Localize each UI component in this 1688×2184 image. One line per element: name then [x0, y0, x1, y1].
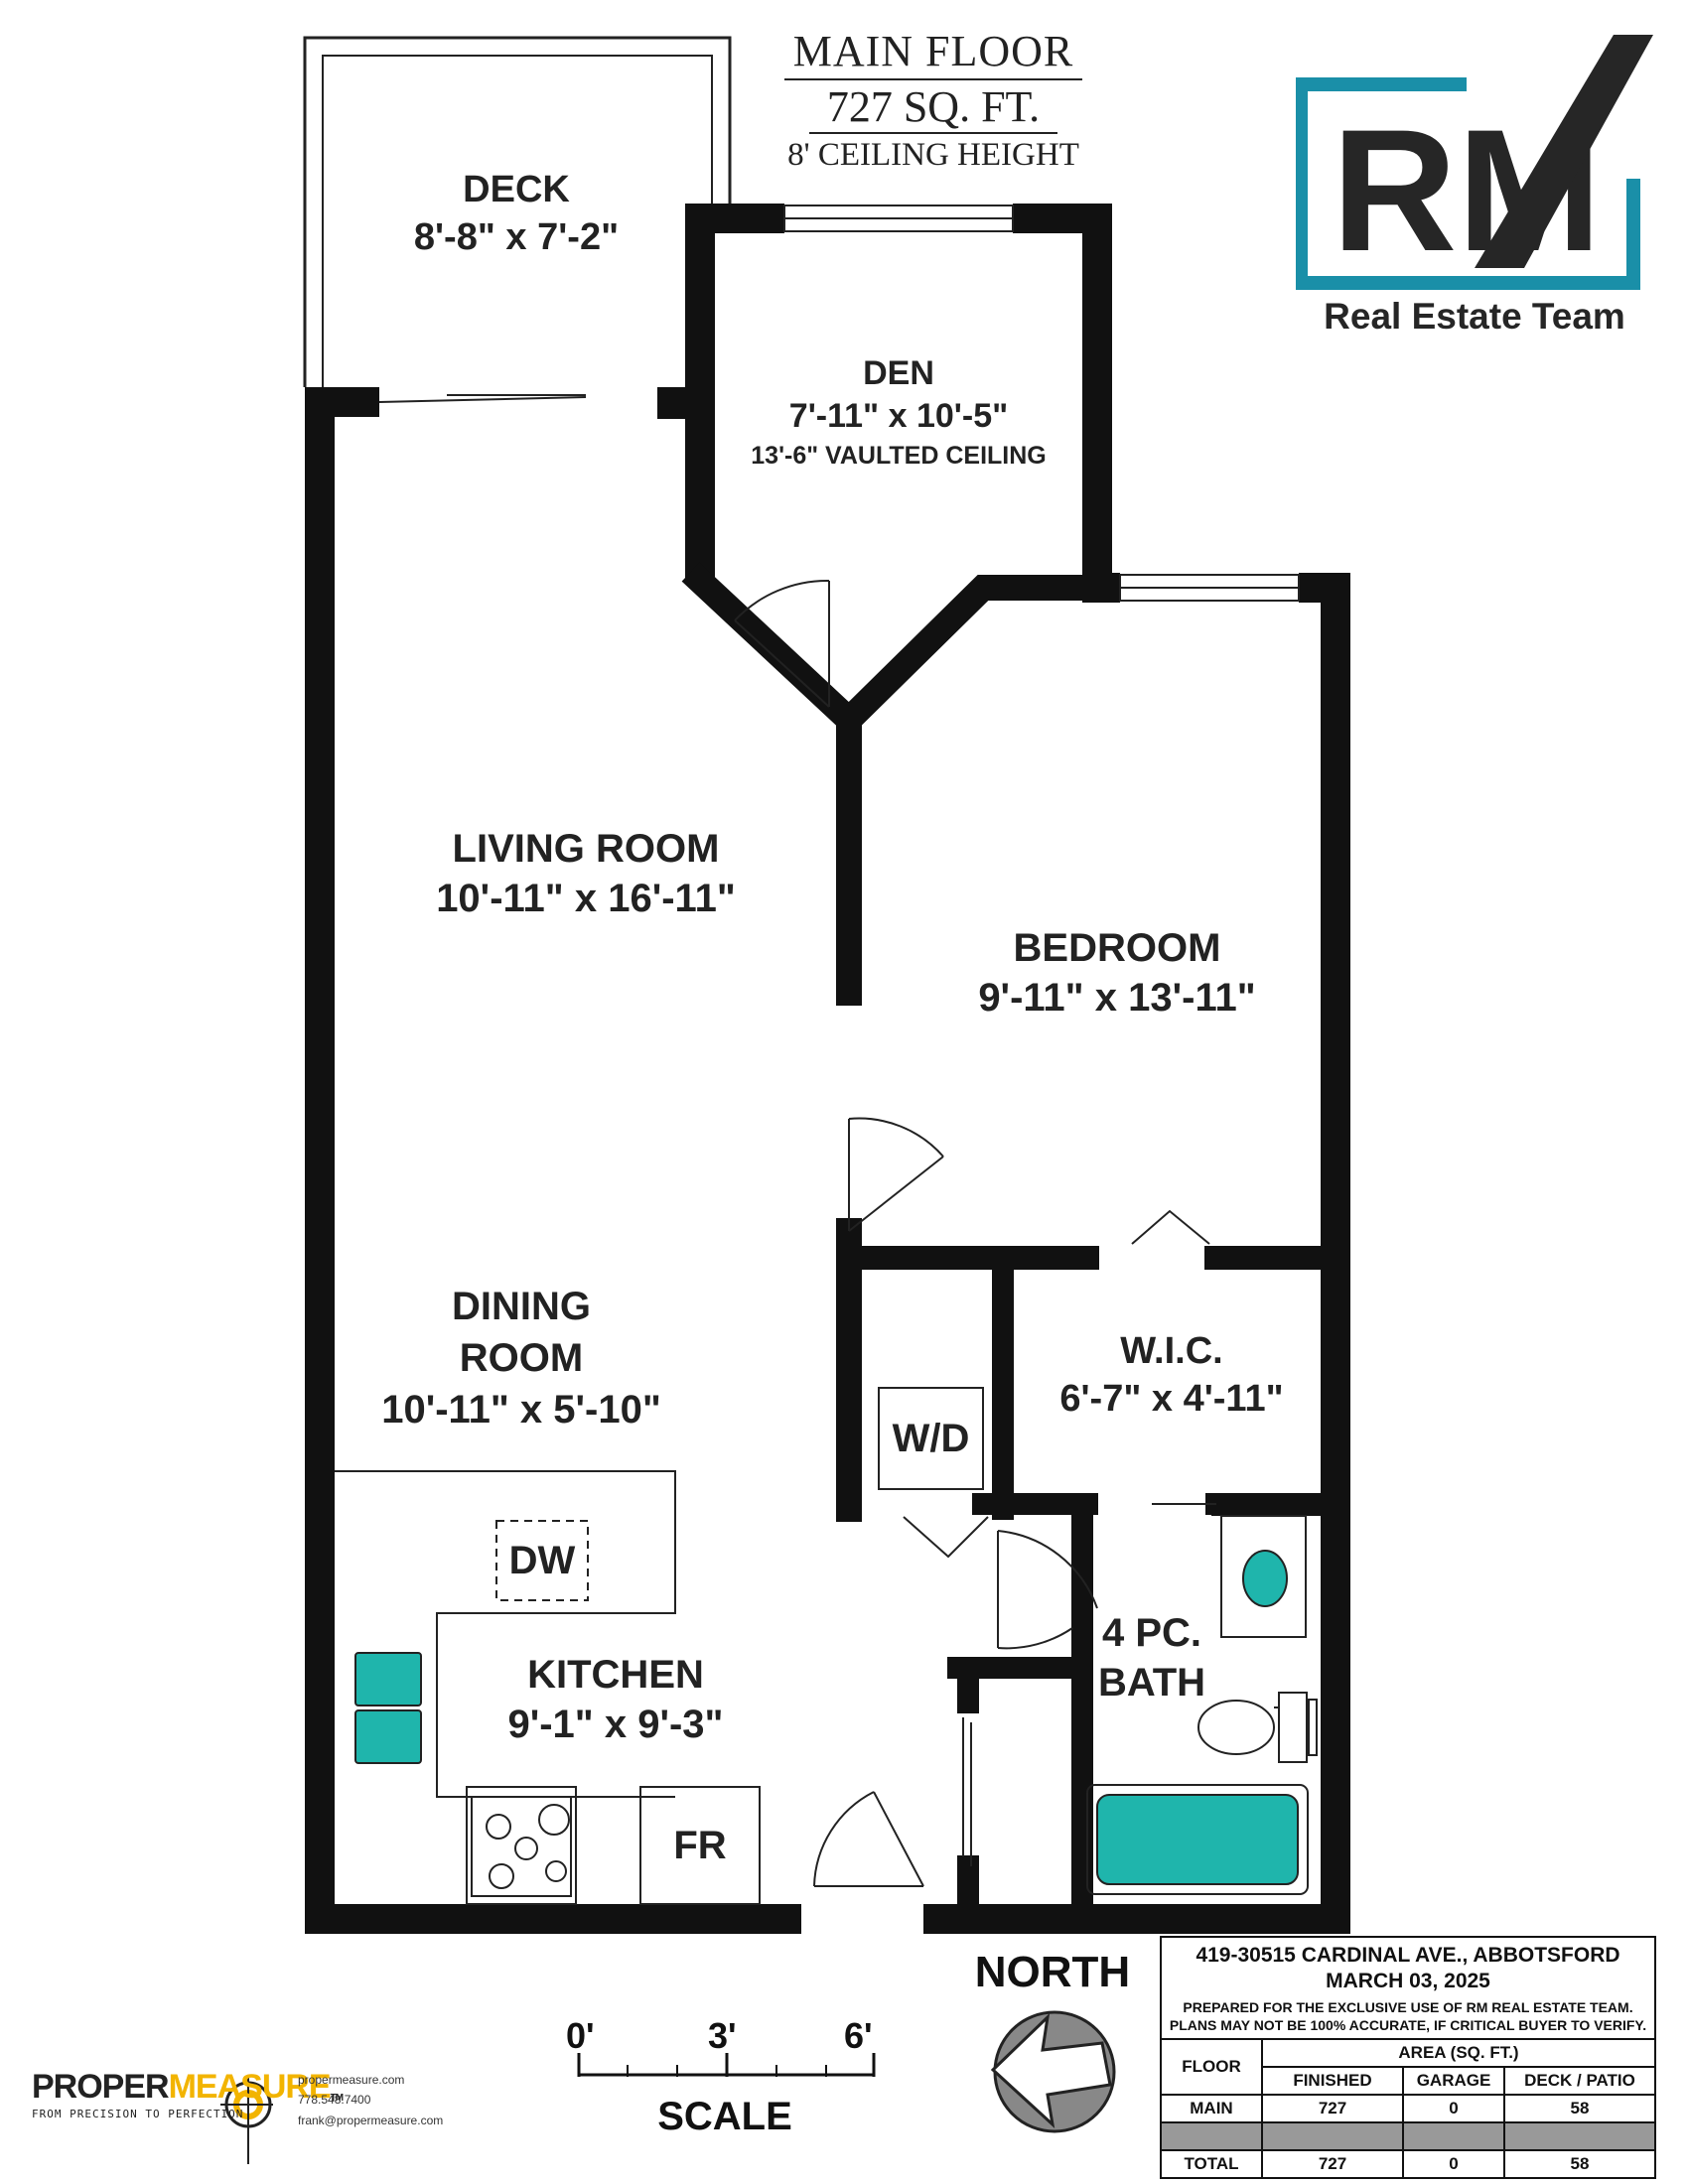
column-deck-patio: DECK / PATIO — [1503, 2066, 1656, 2096]
area-table: FLOOR AREA (SQ. FT.) FINISHED GARAGE DEC… — [1160, 2038, 1656, 2179]
stove — [471, 1796, 572, 1897]
dishwasher-label: DW — [508, 1538, 576, 1582]
area-table-header-row: FLOOR AREA (SQ. FT.) — [1160, 2038, 1656, 2096]
dining-room-name-1: DINING — [452, 1285, 591, 1328]
kitchen-name: KITCHEN — [527, 1653, 704, 1697]
kitchen-label: KITCHEN 9'-1" x 9'-3" — [457, 1650, 774, 1749]
interior-walls — [681, 562, 1347, 1927]
dining-room-label: DINING ROOM 10'-11" x 5'-10" — [338, 1281, 705, 1435]
row-finished — [1261, 2121, 1404, 2151]
scale-tick-6: 6' — [844, 2015, 873, 2056]
living-room-dims: 10'-11" x 16'-11" — [436, 877, 736, 920]
dining-room-dims: 10'-11" x 5'-10" — [381, 1388, 661, 1432]
living-room-name: LIVING ROOM — [452, 827, 720, 871]
company-contact: propermeasure.com 778.548.7400 frank@pro… — [298, 2070, 443, 2130]
wic-dims: 6'-7" x 4'-11" — [1059, 1377, 1284, 1420]
door-swings — [734, 579, 1216, 1887]
washer-dryer-box — [878, 1387, 984, 1490]
north-label: NORTH — [974, 1948, 1131, 1996]
den-name: DEN — [863, 354, 934, 392]
deck-dims: 8'-8" x 7'-2" — [413, 215, 620, 258]
company-tm: TM — [330, 2093, 344, 2104]
deck-label: DECK 8'-8" x 7'-2" — [377, 167, 655, 261]
row-deck: 58 — [1503, 2094, 1656, 2123]
row-garage: 0 — [1402, 2149, 1505, 2179]
den-dims: 7'-11" x 10'-5" — [788, 396, 1009, 435]
wic-name: W.I.C. — [1120, 1330, 1223, 1372]
windows — [783, 205, 1300, 602]
bath-name-1: 4 PC. — [1101, 1611, 1202, 1655]
row-garage — [1402, 2121, 1505, 2151]
row-floor: TOTAL — [1160, 2149, 1263, 2179]
propermeasure-target-icon — [220, 2077, 273, 2164]
deck-name: DECK — [463, 169, 570, 210]
rm-logo-mark: RM — [1294, 35, 1653, 290]
bath-name-2: BATH — [1097, 1661, 1206, 1705]
row-floor — [1160, 2121, 1263, 2151]
sink — [354, 1652, 422, 1764]
bedroom-name: BEDROOM — [1013, 926, 1221, 970]
deck-sliding-door — [378, 394, 587, 403]
scale-tick-3: 3' — [708, 2015, 737, 2056]
column-garage: GARAGE — [1402, 2066, 1505, 2096]
area-table-column-row: FINISHED GARAGE DECK / PATIO — [1161, 2066, 1656, 2096]
wic-label: W.I.C. 6'-7" x 4'-11" — [1023, 1328, 1321, 1423]
floor-title: MAIN FLOOR — [784, 26, 1082, 80]
rm-logo: RM Real Estate Team — [1294, 30, 1653, 347]
disclaimer-line-1: PREPARED FOR THE EXCLUSIVE USE OF RM REA… — [1183, 1999, 1633, 2015]
area-header: AREA (SQ. FT.) — [1261, 2038, 1656, 2068]
row-floor: MAIN — [1160, 2094, 1263, 2123]
floor-area: 727 SQ. FT. — [809, 81, 1057, 134]
ceiling-height: 8' CEILING HEIGHT — [787, 137, 1079, 173]
dining-room-name-2: ROOM — [459, 1336, 584, 1380]
deck-outline — [303, 36, 732, 387]
row-deck — [1503, 2121, 1656, 2151]
bath-fixtures — [1086, 1515, 1318, 1895]
table-row-total: TOTAL 727 0 58 — [1160, 2149, 1656, 2179]
den-label: DEN 7'-11" x 10'-5" 13'-6" VAULTED CEILI… — [715, 352, 1082, 472]
company-email: frank@propermeasure.com — [298, 2113, 444, 2127]
logo-tagline: Real Estate Team — [1324, 296, 1625, 337]
company-website: propermeasure.com — [298, 2073, 405, 2087]
company-phone: 778.548.7400 — [298, 2093, 371, 2108]
plan-date: MARCH 03, 2025 — [1326, 1970, 1490, 1992]
scale-tick-0: 0' — [566, 2015, 595, 2056]
row-finished: 727 — [1261, 2094, 1404, 2123]
bedroom-label: BEDROOM 9'-11" x 13'-11" — [923, 923, 1311, 1023]
row-finished: 727 — [1261, 2149, 1404, 2179]
property-address: 419-30515 CARDINAL AVE., ABBOTSFORD — [1196, 1944, 1620, 1967]
company-name-part1: PROPER — [32, 2068, 170, 2106]
scale-label: SCALE — [657, 2095, 792, 2138]
company-logo: PROPERMEASURETM FROM PRECISION TO PERFEC… — [32, 2068, 344, 2120]
washer-dryer-label: W/D — [892, 1416, 970, 1460]
property-info: 419-30515 CARDINAL AVE., ABBOTSFORD MARC… — [1160, 1936, 1656, 2038]
living-room-label: LIVING ROOM 10'-11" x 16'-11" — [387, 824, 784, 923]
bedroom-dims: 9'-11" x 13'-11" — [978, 976, 1256, 1020]
den-note: 13'-6" VAULTED CEILING — [751, 442, 1047, 470]
scale-bar — [577, 2053, 876, 2077]
disclaimer-line-2: PLANS MAY NOT BE 100% ACCURATE, IF CRITI… — [1169, 2017, 1647, 2033]
floor-header: FLOOR — [1160, 2038, 1263, 2096]
fridge-label: FR — [673, 1823, 727, 1867]
table-row-empty — [1160, 2121, 1656, 2151]
column-finished: FINISHED — [1261, 2066, 1404, 2096]
company-name-part2: MEASURE — [168, 2068, 332, 2106]
north-arrow-icon — [990, 2010, 1116, 2133]
bath-label: 4 PC. BATH — [1072, 1608, 1231, 1707]
row-deck: 58 — [1503, 2149, 1656, 2179]
company-tagline: FROM PRECISION TO PERFECTION — [32, 2108, 244, 2120]
kitchen-dims: 9'-1" x 9'-3" — [507, 1703, 724, 1746]
row-garage: 0 — [1402, 2094, 1505, 2123]
table-row: MAIN 727 0 58 — [1160, 2094, 1656, 2123]
dishwasher-box — [495, 1520, 589, 1601]
